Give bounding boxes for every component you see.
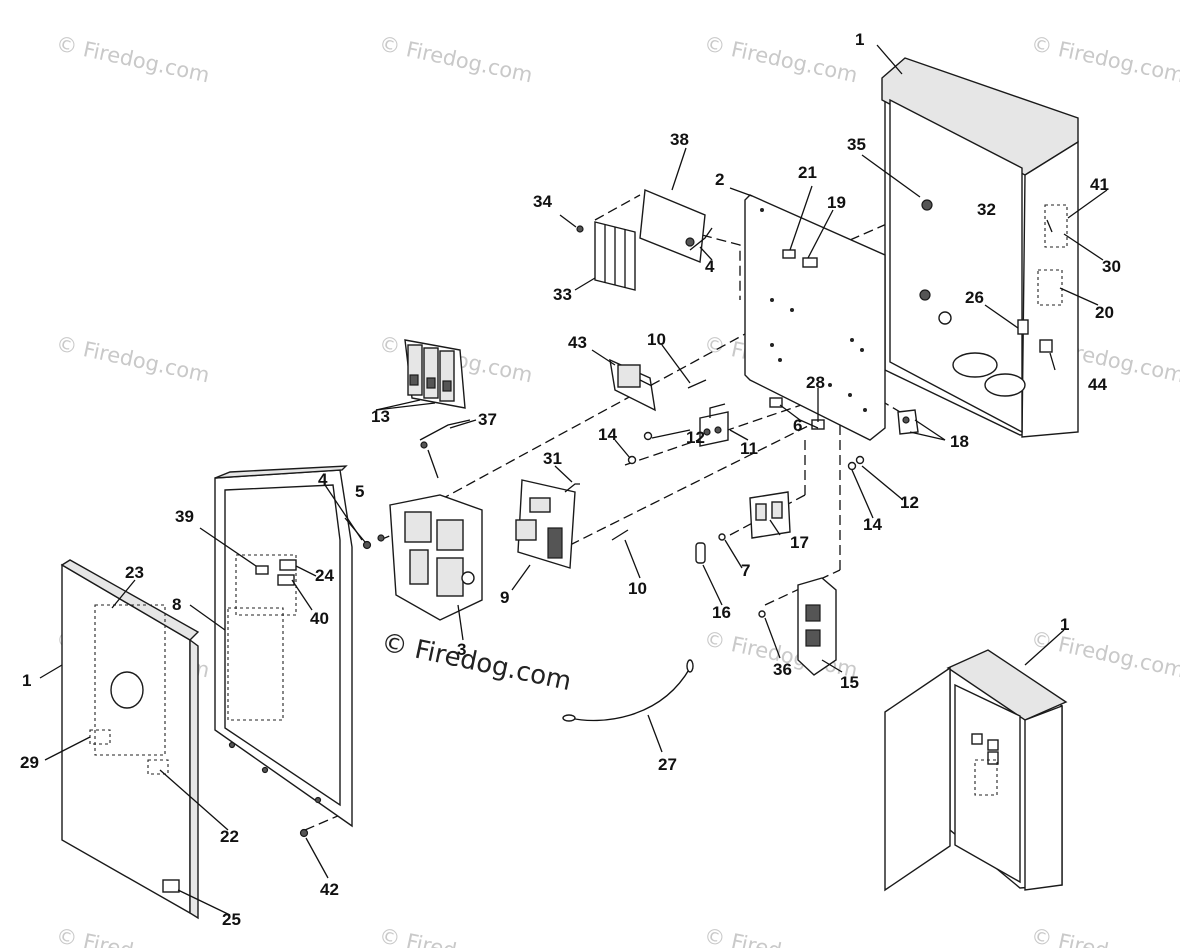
callout-40: 40 bbox=[310, 609, 329, 628]
callout-2: 2 bbox=[715, 170, 724, 189]
leader-lines bbox=[39, 44, 1108, 916]
callout-13: 13 bbox=[371, 407, 390, 426]
callout-35: 35 bbox=[847, 135, 866, 154]
callout-24: 24 bbox=[315, 566, 334, 585]
callout-38: 38 bbox=[670, 130, 689, 149]
callout-33: 33 bbox=[553, 285, 572, 304]
watermark: © Firedog.com bbox=[702, 923, 860, 948]
callout-11: 11 bbox=[740, 439, 758, 458]
watermark: © Firedog.com bbox=[377, 923, 535, 948]
fuse-16 bbox=[695, 542, 706, 564]
callout-34: 34 bbox=[533, 192, 552, 211]
callout-21: 21 bbox=[798, 163, 817, 182]
callout-17: 17 bbox=[790, 533, 809, 552]
enclosure-main bbox=[881, 57, 1079, 438]
callout-42: 42 bbox=[320, 880, 339, 899]
watermark: © Firedog.com bbox=[702, 31, 860, 87]
watermark: © Firedog.com bbox=[377, 31, 535, 87]
callout-1-door: 1 bbox=[22, 671, 31, 690]
transformer-43 bbox=[609, 358, 656, 412]
inner-door-8 bbox=[214, 465, 353, 828]
callout-14-left: 14 bbox=[598, 425, 617, 444]
callout-12-left: 12 bbox=[686, 428, 705, 447]
callout-37: 37 bbox=[478, 410, 497, 429]
callout-3: 3 bbox=[457, 640, 466, 659]
callout-10-top: 10 bbox=[647, 330, 666, 349]
callout-31: 31 bbox=[543, 449, 562, 468]
callout-32: 32 bbox=[977, 200, 996, 219]
callout-30: 30 bbox=[1102, 257, 1121, 276]
assembled-enclosure-1 bbox=[884, 649, 1068, 892]
breaker-block-33 bbox=[576, 221, 636, 291]
callout-1-enclosure: 1 bbox=[855, 30, 864, 49]
callout-25: 25 bbox=[222, 910, 241, 929]
watermark: © Firedog.com bbox=[54, 331, 212, 387]
callout-16: 16 bbox=[712, 603, 731, 622]
fasteners bbox=[299, 199, 933, 838]
outer-door-1 bbox=[60, 559, 200, 920]
control-board-9 bbox=[515, 479, 580, 569]
callout-20: 20 bbox=[1095, 303, 1114, 322]
watermark: © Firedog.com bbox=[1029, 626, 1180, 682]
callout-29: 29 bbox=[20, 753, 39, 772]
callout-10-bottom: 10 bbox=[628, 579, 647, 598]
callout-labels: 1 35 21 19 2 38 34 4 33 41 32 30 20 26 4… bbox=[20, 30, 1121, 929]
callout-18: 18 bbox=[950, 432, 969, 451]
watermark: © Firedog.com bbox=[1029, 923, 1180, 948]
callout-26: 26 bbox=[965, 288, 984, 307]
callout-23: 23 bbox=[125, 563, 144, 582]
callout-12-right: 12 bbox=[900, 493, 919, 512]
callout-4-left: 4 bbox=[318, 470, 328, 489]
callout-6: 6 bbox=[793, 416, 802, 435]
callout-41: 41 bbox=[1090, 175, 1109, 194]
callout-8: 8 bbox=[172, 595, 181, 614]
callout-4-top: 4 bbox=[705, 257, 715, 276]
watermark: © Firedog.com bbox=[1029, 31, 1180, 87]
contactor-bank-13 bbox=[404, 339, 466, 409]
transfer-switch-3 bbox=[389, 494, 483, 621]
mounting-holes bbox=[760, 208, 867, 412]
callout-14-right: 14 bbox=[863, 515, 882, 534]
callout-36: 36 bbox=[773, 660, 792, 679]
callout-28: 28 bbox=[806, 373, 825, 392]
back-panel bbox=[744, 194, 886, 441]
callout-44: 44 bbox=[1088, 375, 1107, 394]
terminal-block-11 bbox=[699, 403, 729, 447]
callout-15: 15 bbox=[840, 673, 859, 692]
callout-43: 43 bbox=[568, 333, 587, 352]
callout-5: 5 bbox=[355, 482, 364, 501]
fuse-holder-15 bbox=[797, 577, 837, 676]
wire-harness-27 bbox=[562, 659, 694, 722]
callout-1-assembled: 1 bbox=[1060, 615, 1069, 634]
brand-watermark: © Firedog.com bbox=[379, 628, 574, 698]
terminal-block-17 bbox=[749, 491, 791, 539]
callout-39: 39 bbox=[175, 507, 194, 526]
ground-lug-18 bbox=[897, 409, 919, 435]
callout-22: 22 bbox=[220, 827, 239, 846]
jumper-37 bbox=[419, 419, 471, 479]
callout-9: 9 bbox=[500, 588, 509, 607]
callout-7: 7 bbox=[741, 561, 750, 580]
circuit-board-38 bbox=[639, 188, 713, 263]
callout-27: 27 bbox=[658, 755, 677, 774]
watermark: © Firedog.com bbox=[54, 923, 212, 948]
watermark: © Firedog.com bbox=[54, 31, 212, 87]
callout-19: 19 bbox=[827, 193, 846, 212]
